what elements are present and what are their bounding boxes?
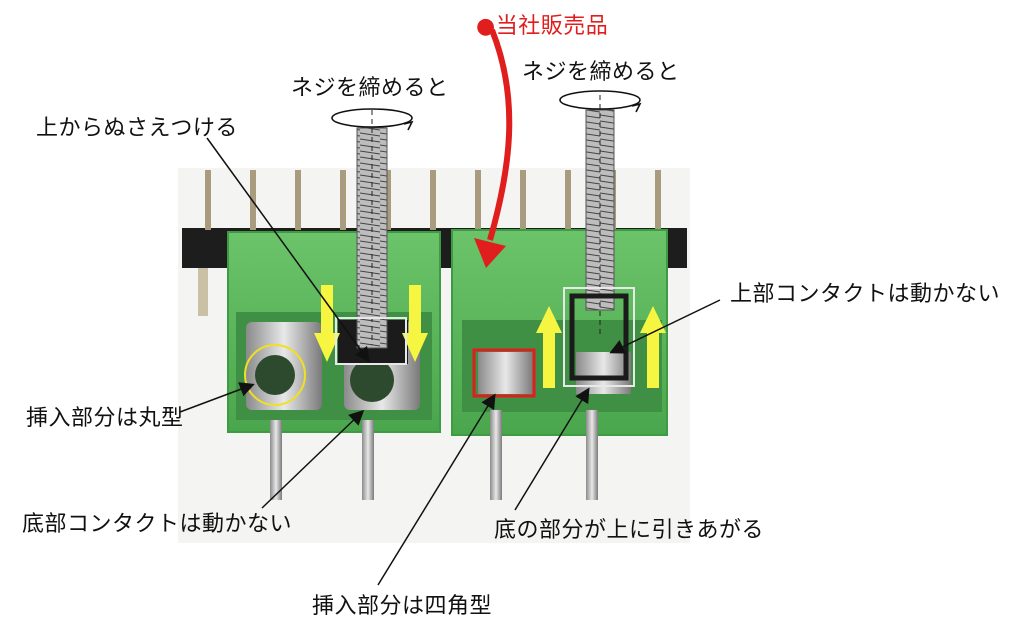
red-pointer-arrow bbox=[474, 28, 513, 268]
upper-contact-inner-highlight bbox=[569, 293, 629, 381]
square-insert-highlight bbox=[472, 348, 536, 398]
left-rotation-arrow bbox=[331, 108, 414, 131]
bottom-lifts-label: 底の部分が上に引きあがる bbox=[494, 518, 765, 543]
leader-lines bbox=[179, 137, 721, 586]
yellow-up-arrows bbox=[536, 306, 666, 388]
left-screw bbox=[356, 110, 388, 349]
press-down-label: 上からぬさえつける bbox=[36, 116, 238, 141]
upper-contact-fixed-label: 上部コンタクトは動かない bbox=[730, 282, 1001, 307]
upper-contact-outer-highlight bbox=[563, 287, 635, 387]
insert-square-label: 挿入部分は四角型 bbox=[312, 594, 493, 619]
tighten-screw-label-left: ネジを締めると bbox=[291, 76, 449, 101]
round-insert-highlight bbox=[244, 344, 306, 406]
right-screw bbox=[585, 95, 615, 335]
own-product-label: ●当社販売品 bbox=[476, 14, 609, 39]
yellow-down-arrows bbox=[314, 285, 428, 362]
insert-round-label: 挿入部分は丸型 bbox=[26, 406, 184, 431]
right-rotation-arrow bbox=[559, 90, 642, 113]
tighten-screw-label-right: ネジを締めると bbox=[522, 60, 680, 85]
bottom-contact-fixed-label: 底部コンタクトは動かない bbox=[22, 512, 293, 537]
left-press-highlight bbox=[335, 317, 407, 365]
